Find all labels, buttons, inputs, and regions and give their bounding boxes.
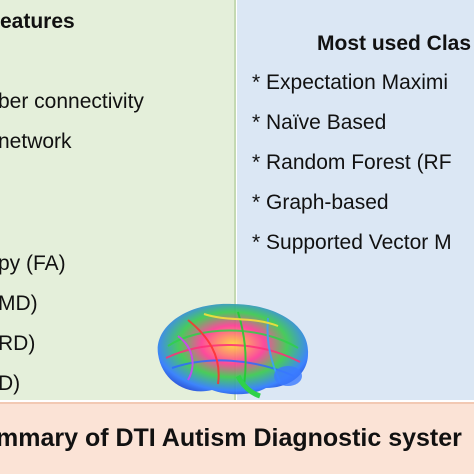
feature-item: RD) — [0, 332, 36, 355]
classifiers-heading: Most used Clas — [317, 32, 472, 55]
feature-item: network — [0, 130, 72, 153]
brain-tractography-icon — [148, 296, 316, 400]
feature-item: D) — [0, 372, 21, 395]
classifier-item: * Graph-based — [252, 191, 389, 214]
feature-item: py (FA) — [0, 252, 66, 275]
features-panel: eatures ber connectivity network py (FA)… — [0, 0, 236, 400]
features-heading: eatures — [0, 10, 75, 33]
banner-title: mmary of DTI Autism Diagnostic syster — [0, 424, 462, 452]
feature-item: MD) — [0, 292, 38, 315]
classifier-item: * Naïve Based — [252, 111, 387, 134]
classifier-item: * Supported Vector M — [252, 231, 452, 254]
classifiers-panel: Most used Clas * Expectation Maximi * Na… — [237, 0, 474, 400]
summary-banner: mmary of DTI Autism Diagnostic syster — [0, 402, 474, 474]
feature-item: ber connectivity — [0, 90, 144, 113]
classifier-item: * Expectation Maximi — [252, 71, 449, 94]
classifier-item: * Random Forest (RF — [252, 151, 452, 174]
